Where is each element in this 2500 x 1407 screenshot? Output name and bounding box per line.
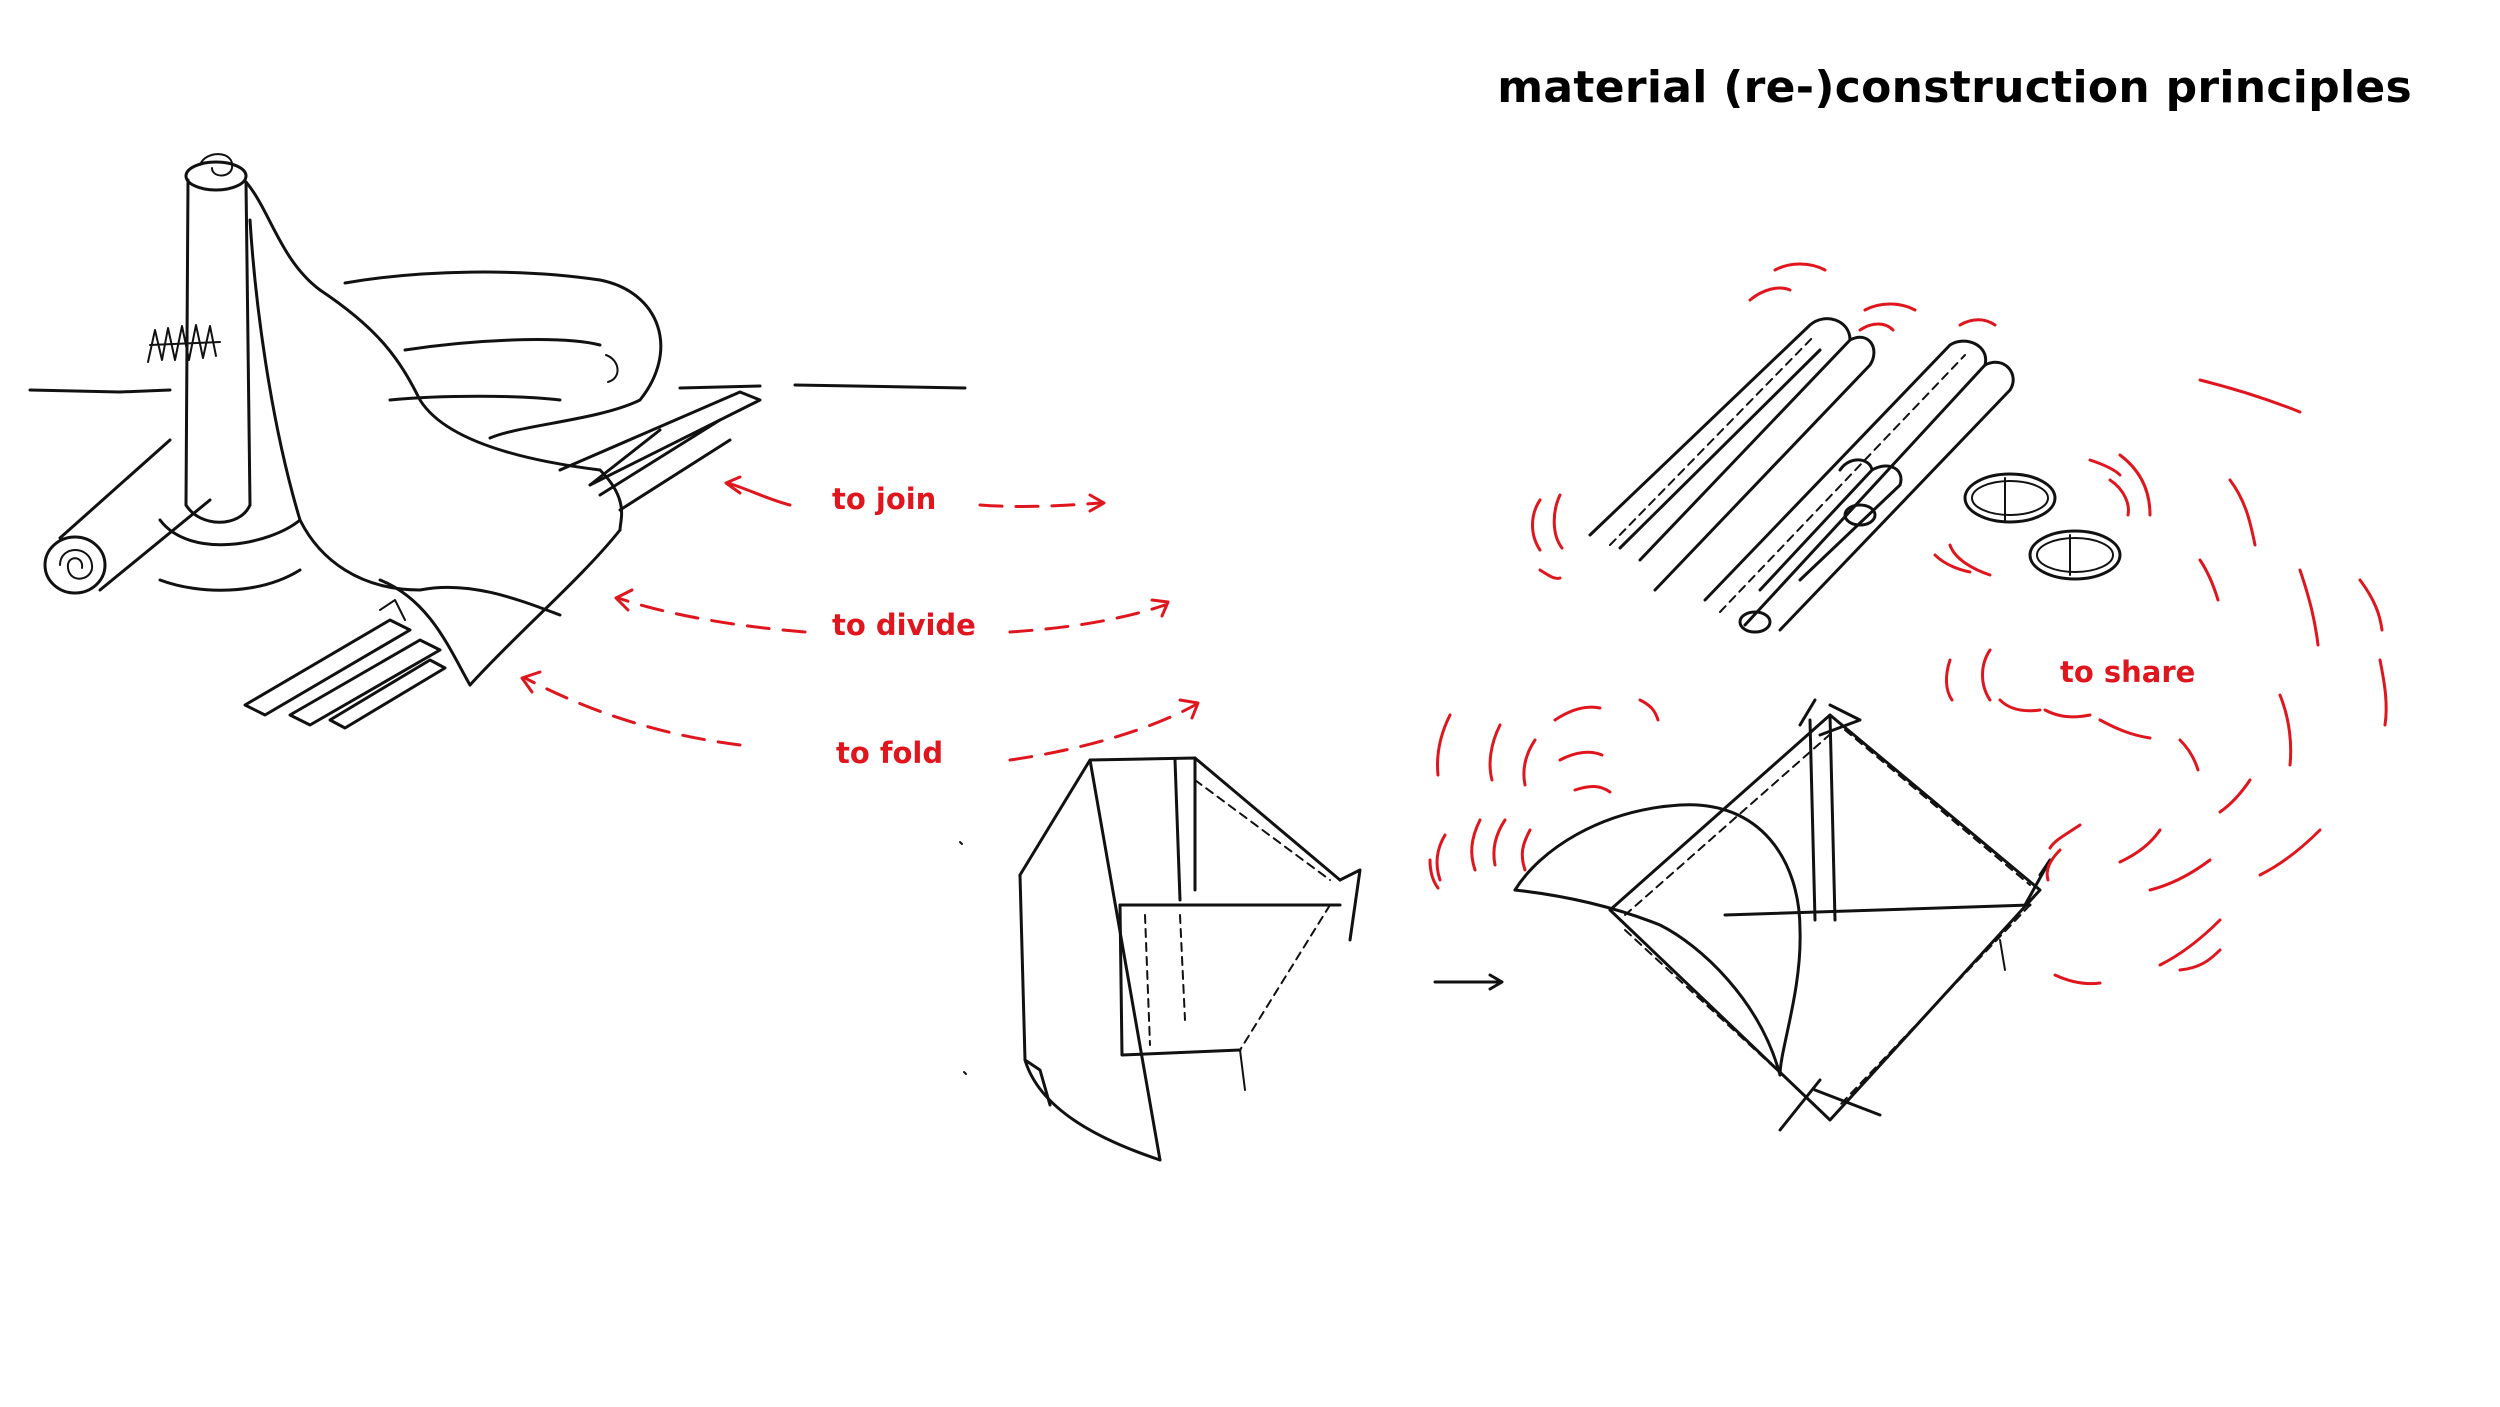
middle-sketch-folded-cloth: [1018, 756, 1504, 1162]
stray-marks: [959, 841, 967, 1075]
join-arrow-right: [978, 501, 1102, 508]
label-to-fold: to fold: [836, 736, 944, 770]
divide-arrow-left: [616, 596, 807, 634]
divide-arrow-right: [1008, 603, 1167, 634]
page-title: material (re-)construction principles: [1497, 62, 2412, 113]
label-to-share: to share: [2060, 655, 2196, 689]
label-to-join: to join: [832, 482, 937, 516]
left-sketch-pole-cloth: [28, 153, 967, 730]
right-top-sketch-logs: [1588, 317, 2122, 634]
right-bottom-sketch-frame: [1513, 698, 2052, 1132]
join-arrow-left: [726, 481, 792, 507]
fold-arrow-right: [1008, 703, 1197, 762]
principle-arrows: [520, 475, 1200, 762]
share-ripples: [1428, 262, 2388, 986]
fold-arrow-left: [523, 676, 742, 747]
label-to-divide: to divide: [832, 608, 976, 642]
